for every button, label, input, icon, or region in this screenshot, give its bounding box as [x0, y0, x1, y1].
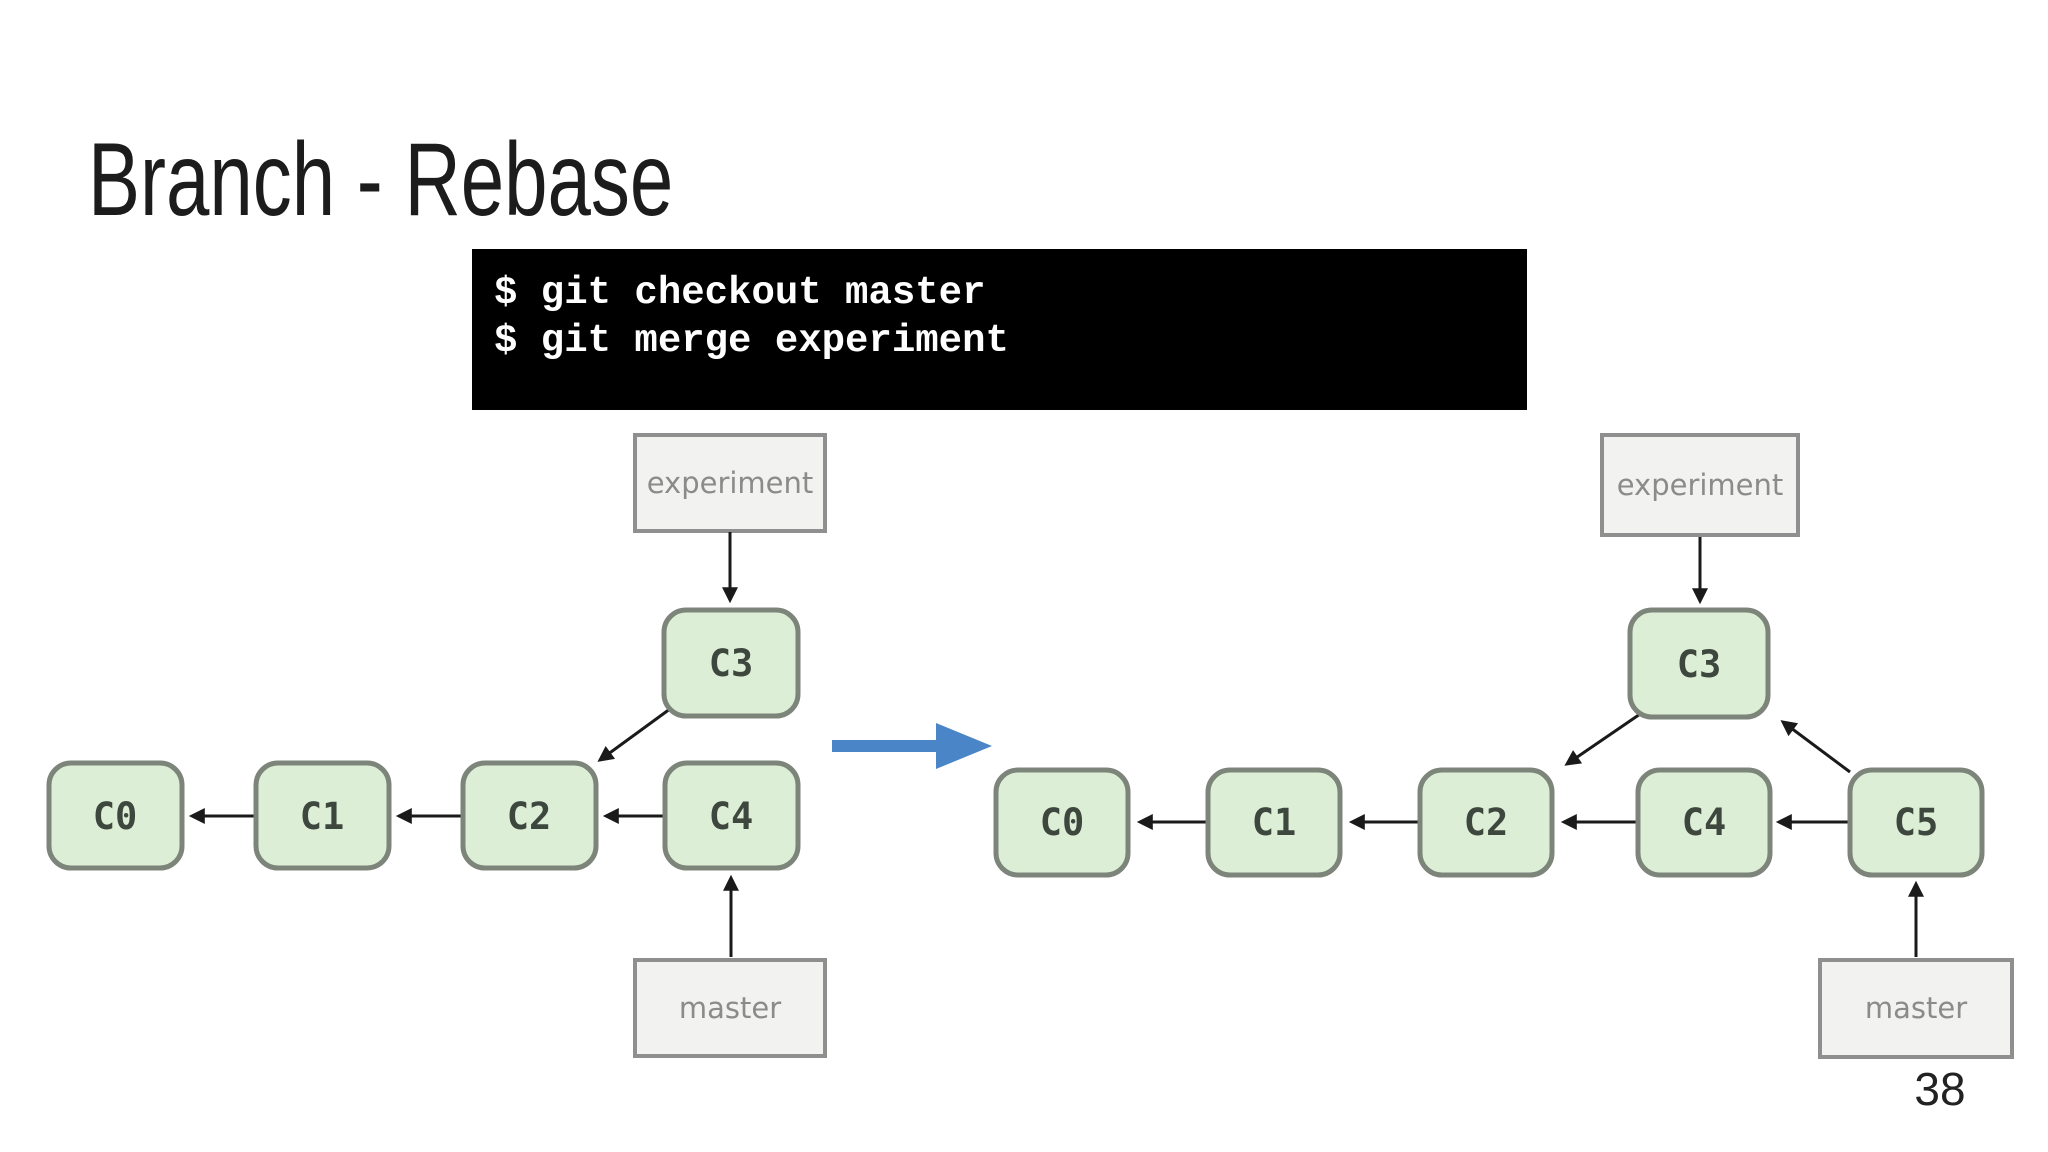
commit-box	[46, 760, 185, 871]
commit-label: C0	[1040, 801, 1085, 844]
branch-label-box	[633, 433, 827, 533]
commit-node-c2: C2	[460, 760, 599, 871]
commit-label: C1	[300, 795, 345, 838]
commit-label: C1	[1252, 801, 1297, 844]
commit-label: C3	[1677, 643, 1722, 686]
commit-box	[253, 760, 392, 871]
commit-box	[993, 767, 1131, 878]
branch-label-master: master	[1818, 958, 2014, 1059]
after-merge-diagram: experiment C3 C0 C1	[993, 433, 2014, 1059]
commit-node-c1: C1	[253, 760, 392, 871]
branch-label-experiment: experiment	[633, 433, 827, 533]
commit-label: C0	[93, 795, 138, 838]
page-title-text: Branch - Rebase	[88, 122, 674, 238]
commit-label: C4	[709, 795, 754, 838]
branch-label-text: master	[679, 991, 781, 1025]
branch-label-box	[1818, 958, 2014, 1059]
commit-box	[1627, 607, 1771, 720]
transition-arrow	[832, 723, 992, 769]
terminal-command-line: $ git checkout master	[494, 271, 986, 315]
commit-box	[1635, 767, 1773, 878]
before-merge-diagram: experiment C3 C0 C1	[46, 433, 827, 1058]
commit-node-c5: C5	[1847, 767, 1985, 878]
branch-label-box	[1600, 433, 1800, 537]
commit-box	[1205, 767, 1343, 878]
page-number: 38	[1914, 1063, 1966, 1115]
commit-box	[661, 607, 801, 719]
commit-node-c4: C4	[1635, 767, 1773, 878]
commit-box	[662, 760, 801, 871]
commit-label: C4	[1682, 801, 1727, 844]
page-title: Branch - Rebase	[88, 128, 868, 232]
branch-label-text: master	[1865, 991, 1967, 1025]
terminal-code-block: $ git checkout master $ git merge experi…	[472, 249, 1527, 410]
commit-node-c0: C0	[46, 760, 185, 871]
branch-label-text: experiment	[1617, 468, 1784, 502]
edge-c3-to-c2	[1564, 708, 1647, 766]
commit-box	[460, 760, 599, 871]
commit-node-c1: C1	[1205, 767, 1343, 878]
commit-label: C5	[1894, 801, 1939, 844]
commit-node-c3: C3	[1627, 607, 1771, 720]
commit-box	[1847, 767, 1985, 878]
commit-node-c4: C4	[662, 760, 801, 871]
branch-label-master: master	[633, 958, 827, 1058]
commit-label: C2	[507, 795, 552, 838]
edge-c5-to-c3	[1780, 720, 1851, 774]
commit-label: C2	[1464, 801, 1509, 844]
branch-label-box	[633, 958, 827, 1058]
commit-node-c2: C2	[1417, 767, 1555, 878]
commit-node-c0: C0	[993, 767, 1131, 878]
branch-label-text: experiment	[647, 466, 814, 500]
commit-box	[1417, 767, 1555, 878]
commit-label: C3	[709, 642, 754, 685]
edge-c3-to-c2	[597, 704, 675, 762]
terminal-command-line: $ git merge experiment	[494, 319, 1009, 363]
branch-label-experiment: experiment	[1600, 433, 1800, 537]
commit-node-c3: C3	[661, 607, 801, 719]
